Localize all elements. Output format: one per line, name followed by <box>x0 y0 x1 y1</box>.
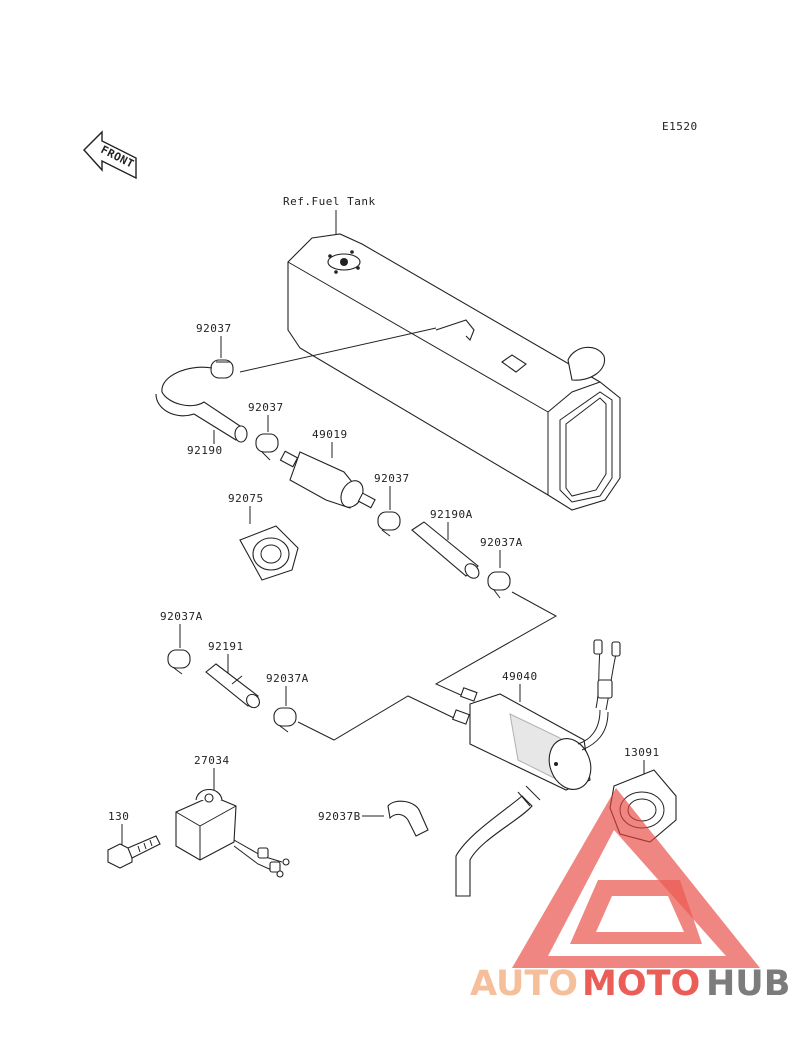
part-label-49040: 49040 <box>502 670 538 683</box>
hose-clamp-92037A-mid <box>273 707 297 733</box>
part-label-92037-mid: 92037 <box>248 401 284 414</box>
part-label-92037-right: 92037 <box>374 472 410 485</box>
part-label-130: 130 <box>108 810 129 823</box>
watermark-text-auto: AUTO <box>470 964 578 1004</box>
fuel-filter-49019 <box>279 450 376 509</box>
part-label-92037A-left: 92037A <box>160 610 203 623</box>
part-label-92075: 92075 <box>228 492 264 505</box>
part-label-92037B: 92037B <box>318 810 361 823</box>
part-label-49019: 49019 <box>312 428 348 441</box>
part-label-92190A: 92190A <box>430 508 473 521</box>
fuel-hose-92190 <box>155 366 248 443</box>
rubber-damper-92075 <box>239 525 299 581</box>
fuel-tank <box>287 233 621 511</box>
relay-27034 <box>175 788 290 878</box>
automotohub-watermark: AUTO MOTO HUB <box>470 788 790 1004</box>
pump-outlet-hose <box>455 785 541 897</box>
hose-clamp-92037A-right <box>487 571 511 599</box>
part-label-27034: 27034 <box>194 754 230 767</box>
watermark-text-hub: HUB <box>706 964 790 1004</box>
part-label-92190: 92190 <box>187 444 223 457</box>
reference-label: Ref.Fuel Tank <box>283 195 376 208</box>
hose-clamp-92037A-left <box>167 649 191 675</box>
hose-clamp-92037-top <box>210 359 234 379</box>
fuel-pump-49040 <box>452 687 592 791</box>
fuel-hose-92191 <box>205 663 260 709</box>
fuel-hose-92190A <box>411 521 480 579</box>
diagram-code: E1520 <box>662 120 698 133</box>
hose-clamp-92037-mid <box>255 433 279 461</box>
watermark-text-moto: MOTO <box>582 964 700 1004</box>
part-label-13091: 13091 <box>624 746 660 759</box>
pump-wire-harness <box>577 639 621 751</box>
hose-clip-92037B <box>387 800 429 837</box>
part-label-92191: 92191 <box>208 640 244 653</box>
hose-clamp-92037-right <box>377 511 401 537</box>
front-arrow-icon: FRONT <box>83 130 137 180</box>
part-label-92037A-mid: 92037A <box>266 672 309 685</box>
bolt-130 <box>107 835 161 869</box>
part-label-92037-top: 92037 <box>196 322 232 335</box>
part-label-92037A-right: 92037A <box>480 536 523 549</box>
